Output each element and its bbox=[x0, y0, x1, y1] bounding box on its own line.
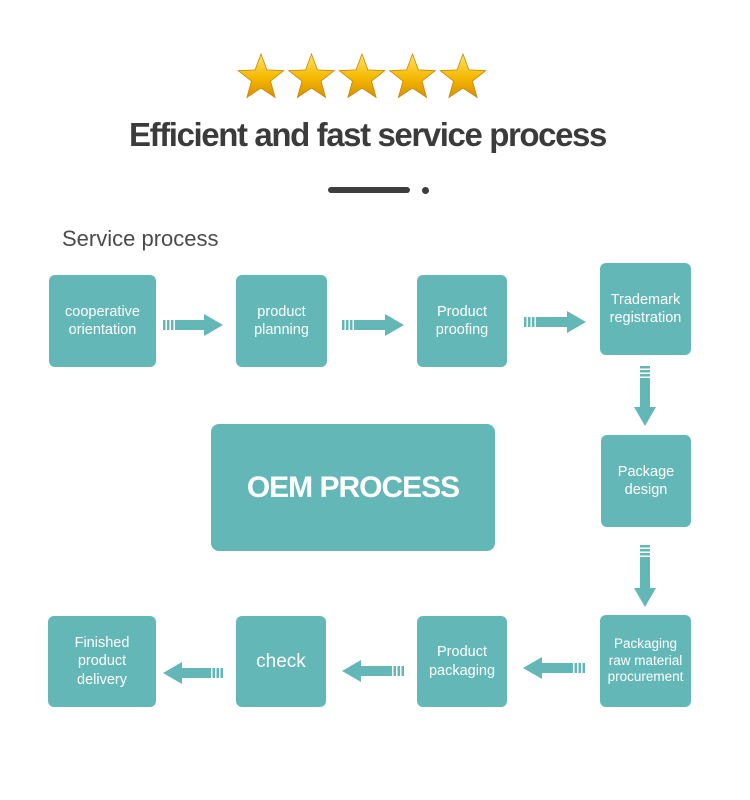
step-label: Trademark registration bbox=[609, 291, 682, 326]
step-label: check bbox=[256, 650, 306, 672]
star-icon bbox=[287, 52, 336, 99]
step-label: Packaging raw material procurement bbox=[607, 635, 684, 685]
arrow-icon bbox=[163, 314, 223, 336]
star-icon bbox=[439, 52, 487, 99]
rating-stars bbox=[237, 52, 487, 99]
step-finished-product-delivery: Finished product delivery bbox=[48, 616, 156, 707]
section-label: Service process bbox=[62, 226, 219, 251]
step-trademark-registration: Trademark registration bbox=[600, 263, 691, 355]
star-icon bbox=[237, 52, 285, 99]
step-label: Product proofing bbox=[435, 303, 489, 338]
step-cooperative-orientation: cooperative orientation bbox=[49, 275, 156, 367]
oem-process-box: OEM PROCESS bbox=[211, 424, 495, 551]
arrow-icon bbox=[163, 662, 223, 684]
title-underline-dot bbox=[422, 187, 429, 194]
oem-process-label: OEM PROCESS bbox=[246, 470, 460, 504]
arrow-icon bbox=[342, 660, 404, 682]
arrow-icon bbox=[523, 657, 585, 679]
star-icon bbox=[388, 52, 437, 99]
step-package-design: Package design bbox=[601, 435, 691, 527]
arrow-icon bbox=[634, 545, 656, 607]
step-label: Product packaging bbox=[428, 644, 496, 679]
step-label: Package design bbox=[617, 463, 675, 498]
step-label: product planning bbox=[254, 303, 309, 338]
step-label: cooperative orientation bbox=[65, 303, 140, 338]
step-product-proofing: Product proofing bbox=[417, 275, 507, 367]
page-title: Efficient and fast service process bbox=[129, 116, 607, 153]
arrow-icon bbox=[342, 314, 404, 336]
step-packaging-raw-material-procurement: Packaging raw material procurement bbox=[600, 615, 691, 707]
step-label: Finished product delivery bbox=[74, 635, 130, 688]
arrow-icon bbox=[524, 311, 586, 333]
title-underline-bar bbox=[328, 187, 410, 193]
arrow-icon bbox=[634, 366, 656, 426]
step-check: check bbox=[236, 616, 326, 707]
step-product-planning: product planning bbox=[236, 275, 327, 367]
step-product-packaging: Product packaging bbox=[417, 616, 507, 707]
star-icon bbox=[338, 52, 386, 99]
